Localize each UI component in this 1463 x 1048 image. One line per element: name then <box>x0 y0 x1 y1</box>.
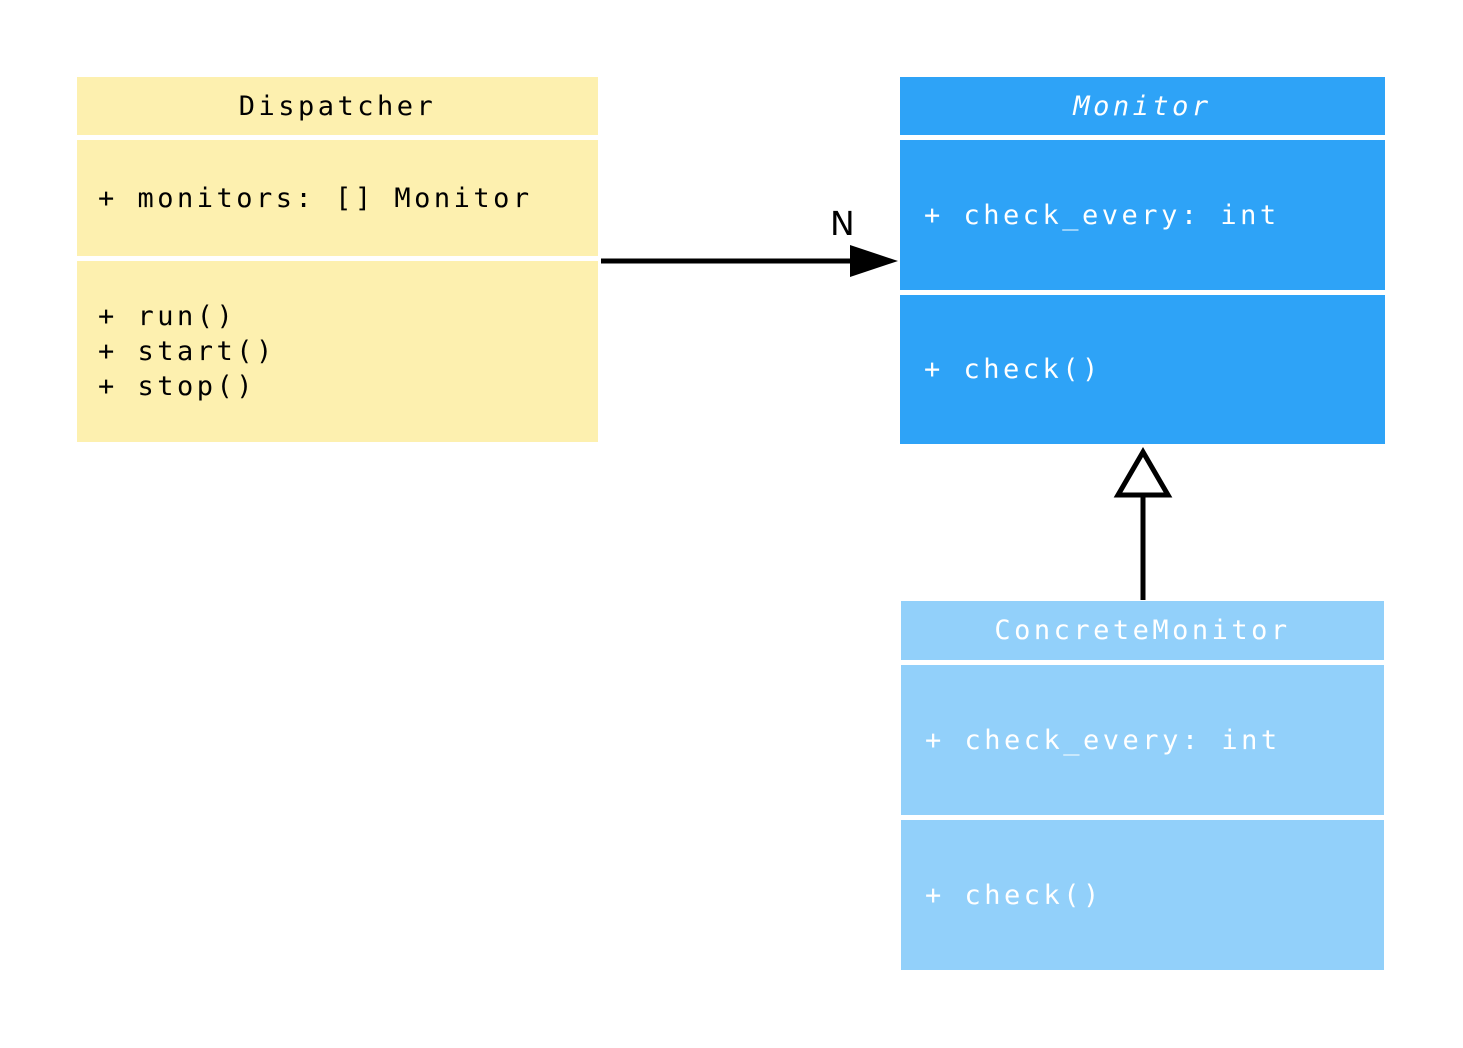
attribute-line: + monitors: [] Monitor <box>98 182 533 214</box>
method-line: + check() <box>925 879 1103 911</box>
method-line: + run() <box>98 301 237 332</box>
class-box-concrete-monitor: ConcreteMonitor + check_every: int + che… <box>901 601 1384 970</box>
class-title-dispatcher: Dispatcher <box>77 77 598 135</box>
class-box-dispatcher: Dispatcher + monitors: [] Monitor + run(… <box>77 77 598 442</box>
association-multiplicity-label: N <box>830 204 855 243</box>
method-line: + start() <box>98 336 276 367</box>
generalization-arrow <box>1113 447 1173 600</box>
class-title-concrete-monitor: ConcreteMonitor <box>901 601 1384 660</box>
attribute-line: + check_every: int <box>924 199 1280 231</box>
class-title-monitor: Monitor <box>900 77 1385 135</box>
class-attributes-dispatcher: + monitors: [] Monitor <box>77 140 598 256</box>
method-line: + stop() <box>98 371 257 402</box>
association-arrow <box>601 245 898 277</box>
class-methods-concrete-monitor: + check() <box>901 820 1384 970</box>
class-box-monitor: Monitor + check_every: int + check() <box>900 77 1385 444</box>
class-methods-dispatcher: + run() + start() + stop() <box>77 261 598 442</box>
class-attributes-monitor: + check_every: int <box>900 140 1385 290</box>
class-attributes-concrete-monitor: + check_every: int <box>901 665 1384 815</box>
class-methods-monitor: + check() <box>900 295 1385 444</box>
method-line: + check() <box>924 354 1102 385</box>
attribute-line: + check_every: int <box>925 724 1281 756</box>
